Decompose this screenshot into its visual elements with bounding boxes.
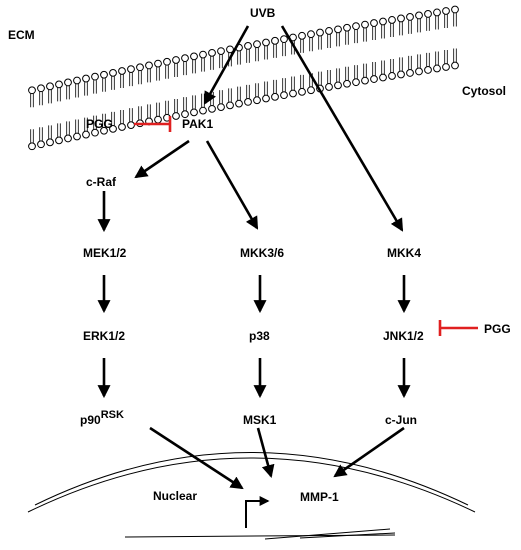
inhibit-pgg-pak1 (134, 116, 172, 132)
node-craf: c-Raf (86, 175, 117, 189)
region-label-ecm: ECM (8, 28, 35, 42)
stimulus-uvb-label: UVB (250, 6, 276, 20)
node-mkk36: MKK3/6 (240, 246, 284, 260)
node-erk: ERK1/2 (83, 329, 125, 343)
node-p90rsk: p90RSK (80, 409, 124, 427)
transcription-start-arrow (245, 496, 270, 528)
node-p38: p38 (249, 329, 270, 343)
dna-strand (124, 528, 396, 540)
arrow-p90-mmp1 (149, 426, 244, 490)
node-jnk: JNK1/2 (383, 329, 424, 343)
node-mek: MEK1/2 (83, 246, 127, 260)
region-label-cytosol: Cytosol (462, 84, 506, 98)
node-mkk4: MKK4 (387, 246, 421, 260)
arrow-msk1-mmp1 (256, 427, 275, 479)
arrow-pak1-mkk36 (205, 140, 259, 230)
activation-arrows (97, 25, 411, 490)
arrow-uvb-mkk4 (280, 25, 404, 232)
region-label-nuclear: Nuclear (153, 489, 197, 503)
arrow-uvb-pak1 (203, 25, 250, 105)
inhibitor-pgg-label-right: PGG (484, 322, 511, 336)
node-p90-superscript: RSK (101, 409, 124, 421)
node-p90-text: p90 (80, 413, 101, 427)
arrow-cjun-mmp1 (333, 426, 405, 478)
arrow-pak1-craf (134, 139, 190, 179)
node-mmp1: MMP-1 (300, 490, 339, 504)
inhibit-pgg-jnk (438, 320, 478, 336)
node-msk1: MSK1 (243, 413, 277, 427)
node-pak1: PAK1 (182, 117, 213, 131)
nuclear-envelope (27, 452, 476, 513)
inhibitor-pgg-label-top: PGG (86, 117, 113, 131)
node-cjun: c-Jun (385, 413, 417, 427)
inhibition-bars (134, 116, 478, 336)
